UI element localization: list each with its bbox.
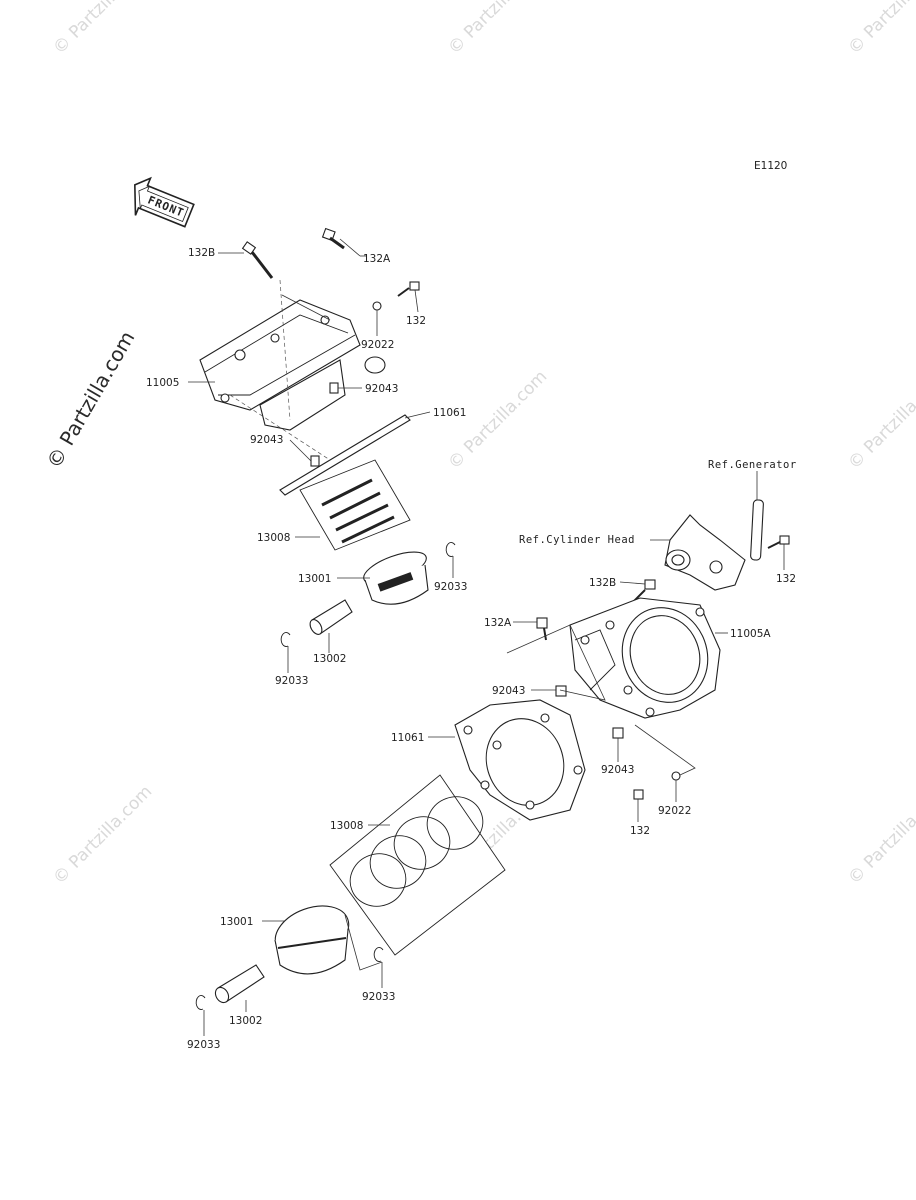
callout-13008: 13008 [257,532,290,544]
piston-rings-13008 [299,459,411,551]
circlip-92033 [445,542,456,557]
callout-132b: 132B [188,247,215,259]
callout-13008: 13008 [330,820,363,832]
circlip-92033 [373,947,384,962]
piston-13001 [363,551,429,605]
callout-13001: 13001 [220,916,253,928]
callout-132a: 132A [363,253,391,265]
diagram-code: E1120 [754,160,787,172]
bolt-132a [321,227,345,250]
callout-92043: 92043 [492,685,525,697]
cylinder-block-11005a [569,597,721,719]
dowel-92043 [329,382,339,394]
piston-13001 [274,905,350,975]
ref-generator: Ref.Generator [708,459,797,471]
bolt-132a [536,617,548,641]
gasket-11061 [454,699,586,821]
washer-92022 [372,301,382,311]
callout-92033: 92033 [275,675,308,687]
callout-11061: 11061 [433,407,466,419]
callout-132a: 132A [484,617,512,629]
callout-92033: 92033 [362,991,395,1003]
circlip-92033 [280,632,291,647]
watermark: © Partzilla.com [49,0,156,59]
callout-92033: 92033 [187,1039,220,1051]
watermark: © Partzilla.com [444,367,551,474]
dowel-92043 [612,727,624,739]
cylinder-head-ref [664,514,746,591]
bolt-132 [633,789,644,800]
gasket-11061 [279,414,411,496]
callout-92043: 92043 [601,764,634,776]
watermark: © Partzilla.com [444,0,551,59]
callout-13002: 13002 [313,653,346,665]
piston-pin-13002 [214,964,265,1004]
dowel-92043 [310,455,320,467]
watermark-main: © Partzilla.com [42,327,140,473]
callout-132: 132 [406,315,426,327]
upper-assembly [188,227,456,673]
callout-92022: 92022 [361,339,394,351]
bolt-132 [767,535,790,549]
watermark: © Partzilla.com [844,367,916,474]
callout-132: 132 [776,573,796,585]
callout-11061: 11061 [391,732,424,744]
bolt-132b [241,241,274,279]
piston-rings-13008 [329,774,506,956]
callout-92022: 92022 [658,805,691,817]
callout-132b: 132B [589,577,616,589]
piston-pin-13002 [309,599,353,635]
washer-92022 [671,771,681,781]
callout-11005: 11005 [146,377,179,389]
lower-assembly [195,471,790,1036]
bolt-132 [397,281,420,297]
front-arrow: FRONT [134,176,195,228]
callout-92043: 92043 [250,434,283,446]
cylinder-block-11005 [199,299,386,431]
circlip-92033 [195,995,206,1010]
callout-13001: 13001 [298,573,331,585]
generator-pin [750,499,764,561]
ref-cylinder-head: Ref.Cylinder Head [519,534,635,546]
callout-92033: 92033 [434,581,467,593]
watermark: © Partzilla.com [49,782,156,889]
watermark: © Partzilla.com [844,782,916,889]
callout-92043: 92043 [365,383,398,395]
callout-11005a: 11005A [730,628,771,640]
callout-132: 132 [630,825,650,837]
callout-13002: 13002 [229,1015,262,1027]
watermark: © Partzilla.com [844,0,916,59]
